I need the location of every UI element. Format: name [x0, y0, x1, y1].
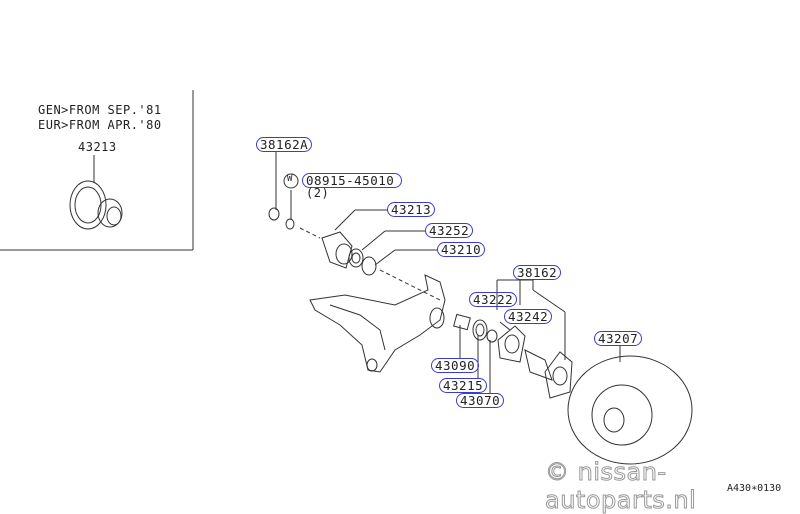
part-label-43070[interactable]: 43070 [456, 393, 505, 408]
inset-note-line-2: EUR>FROM APR.'80 [38, 118, 162, 132]
part-label-43252[interactable]: 43252 [425, 223, 474, 238]
part-quantity: (2) [306, 186, 330, 200]
part-43215 [472, 319, 488, 341]
part-label-43242[interactable]: 43242 [504, 309, 553, 324]
leader-lines [275, 152, 621, 393]
part-disc-43207 [567, 355, 693, 465]
parts-drawing [0, 90, 693, 465]
part-suspension-arm [309, 274, 446, 373]
part-43210 [361, 256, 377, 276]
part-43090 [453, 313, 471, 331]
part-label-08915-45010[interactable]: 08915-45010 [302, 173, 402, 188]
part-nut-38162A [268, 207, 280, 221]
part-43252 [348, 248, 364, 268]
part-label-43207[interactable]: 43207 [594, 331, 643, 346]
part-label-43215[interactable]: 43215 [439, 378, 488, 393]
inset-hub-drawing [69, 155, 123, 230]
part-label-43210[interactable]: 43210 [437, 242, 486, 257]
part-hub-38162 [524, 349, 573, 399]
part-housing-43213 [321, 231, 353, 269]
inset-frame [0, 90, 194, 251]
part-bolt-43222 [499, 321, 511, 331]
part-43070 [486, 329, 498, 343]
part-label-43090[interactable]: 43090 [431, 358, 480, 373]
part-label-43222[interactable]: 43222 [469, 292, 518, 307]
part-label-43213[interactable]: 43213 [387, 202, 436, 217]
part-plate-43242 [497, 325, 526, 363]
part-label-38162[interactable]: 38162 [513, 265, 562, 280]
inset-note-line-1: GEN>FROM SEP.'81 [38, 103, 162, 117]
part-label-38162A[interactable]: 38162A [256, 137, 313, 152]
diagram-code: A430∗0130 [727, 483, 782, 494]
washer-mark-label: W [287, 174, 293, 184]
washer-mark-icon [283, 173, 299, 189]
part-washer [285, 218, 295, 230]
inset-part-number: 43213 [78, 140, 117, 154]
